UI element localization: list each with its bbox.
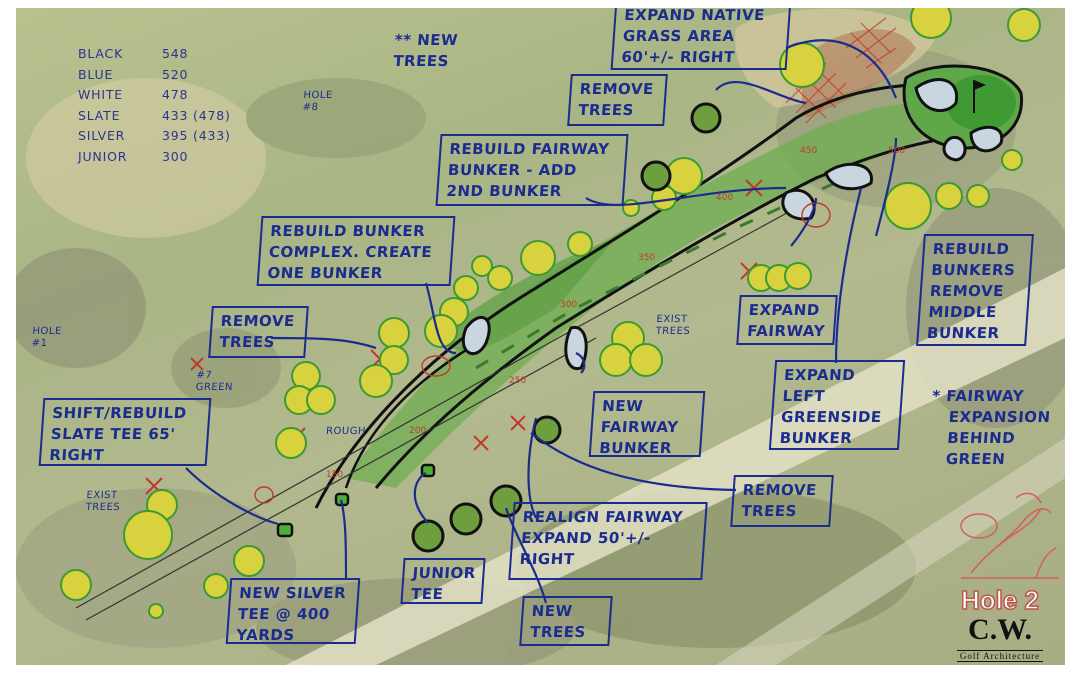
existing-trees: [60, 8, 1041, 619]
rough-label: ROUGH: [325, 426, 367, 437]
note-rebuild-bunker-complex: REBUILD BUNKER COMPLEX. CREATE ONE BUNKE…: [256, 216, 456, 286]
firm-subtitle: Golf Architecture: [956, 650, 1044, 662]
note-remove-trees-top: REMOVE TREES: [567, 74, 668, 126]
note-new-fairway-bunker: NEW FAIRWAY BUNKER: [588, 391, 706, 457]
yardage-200: 200: [409, 426, 427, 436]
note-new-silver-tee: NEW SILVER TEE @ 400 YARDS: [225, 578, 361, 644]
note-remove-trees-left: REMOVE TREES: [208, 306, 309, 358]
exist-trees-label-mid: EXIST TREES: [655, 314, 691, 337]
note-shift-rebuild-slate-tee: SHIFT/REBUILD SLATE TEE 65' RIGHT: [38, 398, 212, 466]
hole-8-label: HOLE #8: [302, 90, 334, 113]
yardage-400: 400: [716, 193, 734, 203]
exist-trees-label-left: EXIST TREES: [85, 490, 121, 513]
new-trees-label-top: ** NEW TREES: [392, 31, 459, 70]
yardage-500: 500: [888, 146, 906, 156]
note-rebuild-bunkers-remove-middle: REBUILD BUNKERS REMOVE MIDDLE BUNKER: [916, 234, 1034, 346]
firm-logo: C.W.: [968, 613, 1032, 646]
note-expand-left-greenside-bunker: EXPAND LEFT GREENSIDE BUNKER: [768, 360, 906, 450]
note-expand-native-grass: EXPAND NATIVE GRASS AREA 60'+/- RIGHT: [610, 8, 792, 70]
hole-title: Hole 2: [960, 584, 1040, 616]
fairway-expansion-note: * FAIRWAY EXPANSION BEHIND GREEN: [931, 387, 1052, 468]
note-realign-fairway: REALIGN FAIRWAY EXPAND 50'+/- RIGHT: [508, 502, 708, 580]
note-junior-tee: JUNIOR TEE: [400, 558, 486, 604]
new-trees: [411, 102, 722, 553]
note-rebuild-fairway-bunker: REBUILD FAIRWAY BUNKER - ADD 2ND BUNKER: [435, 134, 629, 206]
tee-boxes: [276, 463, 436, 538]
yardage-450: 450: [800, 146, 818, 156]
hole-1-label: HOLE #1: [31, 326, 63, 349]
note-expand-fairway: EXPAND FAIRWAY: [736, 295, 838, 345]
stag-logo-icon: [960, 492, 1059, 579]
map-drawing: [16, 8, 1065, 665]
yardage-250: 250: [509, 376, 527, 386]
yardage-150: 150: [326, 470, 344, 480]
brand-block: Hole 2 C.W. Golf Architecture: [940, 584, 1060, 663]
note-remove-trees-right: REMOVE TREES: [730, 475, 834, 527]
note-new-trees-bottom: NEW TREES: [519, 596, 613, 646]
green-7-label: #7 GREEN: [195, 370, 234, 393]
yardage-350: 350: [638, 253, 656, 263]
yardage-300: 300: [560, 300, 578, 310]
